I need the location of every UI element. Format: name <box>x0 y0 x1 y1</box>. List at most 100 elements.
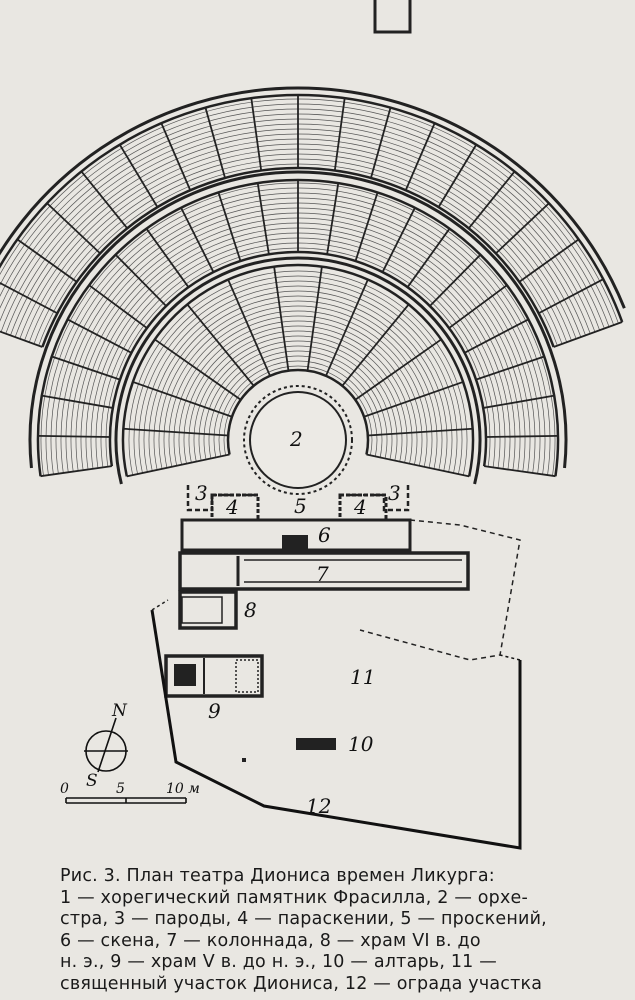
choregic-monument <box>373 0 412 34</box>
scale-ten: 10 м <box>166 781 200 797</box>
stair-line <box>485 434 558 438</box>
caption-line-3: стра, 3 — пароды, 4 — параскении, 5 — пр… <box>60 909 547 929</box>
cavea-seating <box>0 86 626 485</box>
stair-line <box>429 254 482 307</box>
caption-line-4: 6 — скена, 7 — колоннада, 8 — храм VI в.… <box>60 930 481 951</box>
stair-line <box>41 394 113 409</box>
stair-line <box>538 278 604 315</box>
scale-zero: 0 <box>60 781 69 797</box>
label-altar: 10 <box>348 732 374 756</box>
seating-arc <box>0 86 626 309</box>
stair-line <box>333 98 346 171</box>
seating-arc <box>114 256 482 485</box>
seat-row <box>198 340 398 461</box>
stair-line <box>88 284 148 329</box>
stair-line <box>468 170 516 229</box>
label-colonnade: 7 <box>316 562 329 586</box>
orchestra <box>243 385 353 495</box>
stair-line <box>132 381 233 418</box>
sanctuary-enclosure-wall <box>150 519 522 850</box>
stair-line <box>273 266 290 371</box>
label-paraskenion-left: 4 <box>225 495 239 519</box>
temple-vi-century <box>178 590 238 630</box>
seating-arc <box>28 170 568 469</box>
stair-line <box>354 192 379 262</box>
label-orchestra: 2 <box>289 427 303 451</box>
stair-line <box>154 338 242 401</box>
stair-line <box>123 427 229 437</box>
stair-line <box>326 182 340 255</box>
parodos-right <box>340 485 410 512</box>
scale-bar: 0 5 10 м <box>60 781 200 804</box>
seat-row <box>223 365 373 456</box>
stair-line <box>367 427 473 437</box>
stair-line <box>160 122 192 191</box>
caption-line-2: 1 — хорегический памятник Фрасилла, 2 — … <box>60 887 529 908</box>
seating-arc <box>108 250 488 467</box>
scale-five: 5 <box>116 781 125 797</box>
stair-line <box>306 266 323 371</box>
label-skene: 6 <box>318 523 331 547</box>
compass-rose: N S <box>84 701 128 791</box>
label-paraskenion-right: 4 <box>353 495 367 519</box>
theatre-plan: 2 3 3 4 4 5 6 7 8 9 11 10 12 N S 0 5 10 … <box>0 0 626 850</box>
skene-hall <box>180 518 412 552</box>
seating-arc <box>226 368 370 455</box>
stair-line <box>217 192 242 262</box>
stair-line <box>325 279 369 377</box>
temple-v-century <box>164 654 264 698</box>
stair-line <box>366 453 470 478</box>
label-proskenion: 5 <box>294 494 307 518</box>
stair-line <box>40 465 112 478</box>
compass-south: S <box>86 771 98 791</box>
stair-line <box>448 284 508 329</box>
stair-line <box>484 465 556 478</box>
altar <box>242 738 336 762</box>
seat-row <box>213 355 383 458</box>
stair-line <box>51 355 121 381</box>
caption-line-5: н. э., 9 — храм V в. до н. э., 10 — алта… <box>60 952 497 972</box>
stair-line <box>495 202 550 254</box>
stair-line <box>381 207 416 273</box>
stair-line <box>118 144 159 208</box>
stair-line <box>464 318 529 354</box>
stair-line <box>38 434 111 438</box>
seat-row <box>208 350 388 459</box>
stair-line <box>354 338 442 401</box>
stair-line <box>475 355 545 381</box>
figure-caption: Рис. 3. План театра Диониса времен Ликур… <box>60 866 580 995</box>
caption-line-6: священный участок Диониса, 12 — ограда у… <box>60 973 543 994</box>
stair-line <box>0 330 43 348</box>
stair-line <box>186 303 255 387</box>
seating-arc <box>41 166 555 348</box>
label-temple-vi: 8 <box>244 598 257 622</box>
caption-line-1: Рис. 3. План театра Диониса времен Ликур… <box>60 866 495 886</box>
stair-line <box>363 381 464 418</box>
seat-row <box>218 360 378 457</box>
compass-north: N <box>111 701 128 721</box>
label-sanctuary: 11 <box>350 665 375 689</box>
label-enclosure: 12 <box>306 794 331 818</box>
stair-line <box>256 182 270 255</box>
stair-line <box>204 107 226 179</box>
colonnade <box>178 551 470 591</box>
seat-row <box>0 118 600 331</box>
stair-line <box>114 254 167 307</box>
stair-line <box>404 122 436 191</box>
stair-line <box>518 238 580 283</box>
stair-line <box>227 279 271 377</box>
seat-row <box>203 345 393 460</box>
stair-line <box>16 238 78 283</box>
stair-line <box>406 228 451 288</box>
stair-line <box>67 318 132 354</box>
stair-line <box>250 98 263 171</box>
stair-line <box>126 453 230 478</box>
stair-line <box>46 202 101 254</box>
label-temple-v: 9 <box>208 699 221 723</box>
stair-line <box>145 228 190 288</box>
stair-line <box>80 170 128 229</box>
stair-line <box>553 321 623 348</box>
stair-line <box>483 394 555 409</box>
stair-line <box>341 303 410 387</box>
label-parodos-left: 3 <box>195 481 208 505</box>
